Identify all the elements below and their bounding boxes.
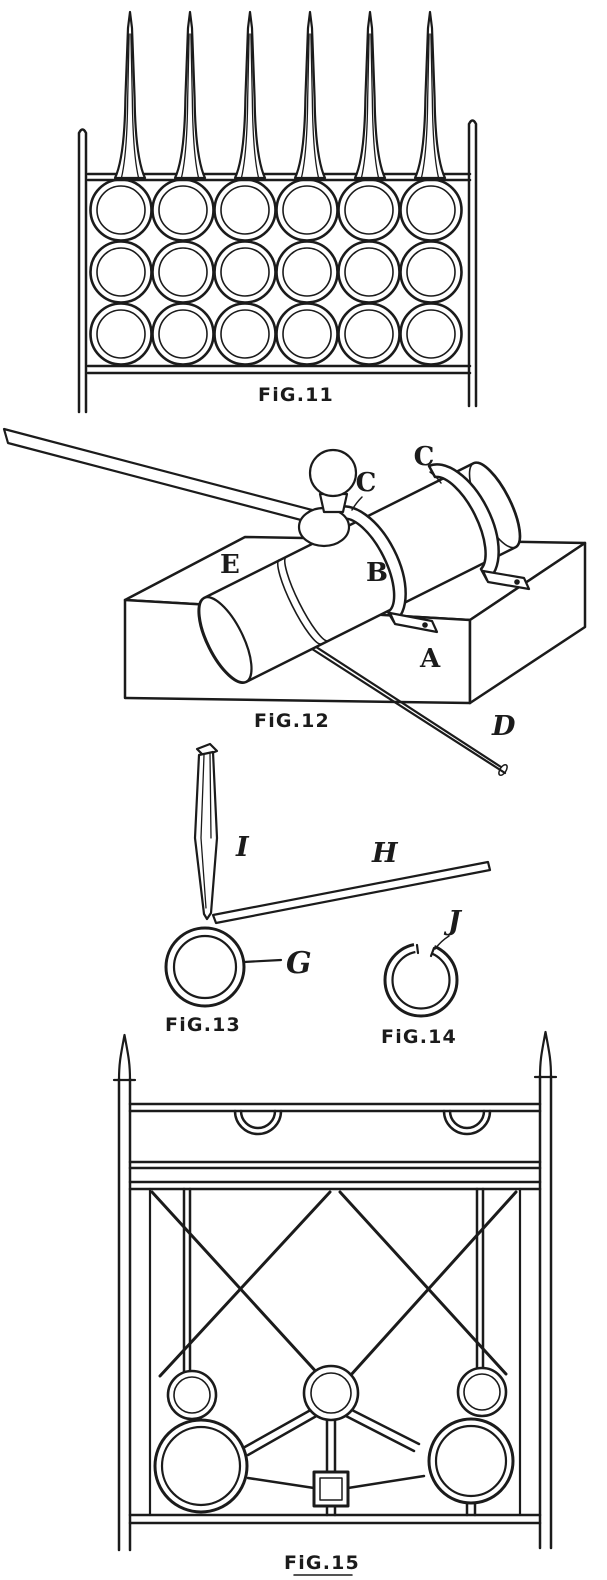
- fig14-label-j: J: [443, 906, 463, 937]
- fig12-rod-d: [288, 628, 508, 777]
- fig14-caption: FiG.14: [381, 1026, 457, 1048]
- fig15-spokes: [241, 1405, 477, 1517]
- fig13-fig14-drawing: I H G FiG.13 J FiG.14: [164, 742, 492, 1048]
- fig11-caption: FiG.11: [258, 384, 334, 406]
- fig12-handle-rod: [2, 427, 322, 527]
- fig12-label-d: D: [491, 711, 516, 742]
- fig15-circles: [153, 1364, 515, 1514]
- fig12-drawing: E B A C C D FiG.12: [2, 427, 587, 777]
- fig12-label-a: A: [419, 644, 441, 674]
- fig13-label-g: G: [286, 946, 312, 981]
- fig13-label-i: I: [235, 832, 250, 863]
- fig11-frame-rails: [86, 172, 472, 375]
- fig12-caption: FiG.12: [254, 710, 330, 732]
- fig15-posts: [112, 1030, 558, 1552]
- fig12-label-c2: C: [414, 442, 435, 472]
- fig12-strap-clip-2: [427, 463, 531, 591]
- fig12-cylinder-bar: [197, 461, 522, 684]
- fig15-caption: FiG.15: [284, 1552, 360, 1574]
- fig12-label-c1: C: [356, 468, 377, 498]
- fig12-label-b: B: [366, 558, 388, 588]
- fig13-rod-h: [211, 860, 492, 925]
- fig13-caption: FiG.13: [165, 1014, 241, 1036]
- fig12-label-ticks: [351, 471, 442, 511]
- fig13-hatched-bar-end: [164, 926, 283, 1008]
- fig11-drawing: FiG.11: [77, 10, 478, 414]
- fig11-side-posts: [77, 119, 478, 414]
- fig15-bottom-rail: [128, 1513, 542, 1525]
- fig15-lattice: [148, 1187, 522, 1517]
- fig13-label-h: H: [371, 838, 399, 869]
- fig11-spikes: [113, 10, 447, 180]
- fig14-split-ring: [383, 934, 459, 1018]
- fig15-drawing: FiG.15: [112, 1030, 558, 1576]
- fig15-center-square: [312, 1470, 350, 1508]
- fig15-top-rails: [128, 1102, 542, 1191]
- fig11-rings-grid: [89, 178, 463, 366]
- fig12-label-e: E: [220, 550, 240, 580]
- fig12-ball-tool: [297, 448, 358, 548]
- fig13-chisel: [193, 742, 219, 921]
